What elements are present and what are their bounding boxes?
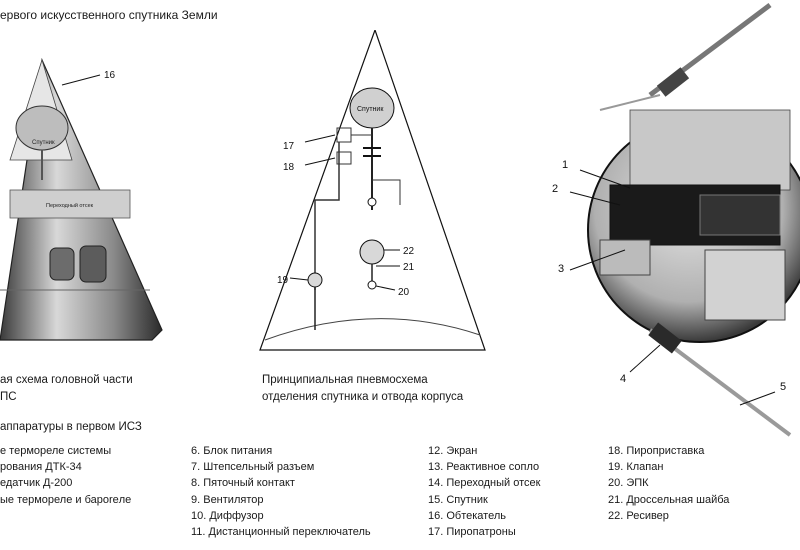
scheme-sphere-label: Спутник: [357, 106, 384, 113]
legend-column-4: 18. Пироприставка 19. Клапан 20. ЭПК 21.…: [608, 443, 729, 524]
legend-item: 8. Пяточный контакт: [191, 477, 295, 490]
legend-item: 22. Ресивер: [608, 509, 669, 522]
legend-item: 10. Диффузор: [191, 509, 264, 522]
callout-21: 21: [403, 262, 415, 273]
base-arc: [264, 318, 481, 341]
left-caption-line: ая схема головной части: [0, 374, 133, 386]
legend-item: 6. Блок питания: [191, 445, 273, 457]
receiver-sphere: [359, 239, 385, 265]
middle-caption-line: Принципиальная пневмосхема: [262, 374, 428, 386]
legend-column-1: е термореле системы рования ДТК-34 едатч…: [0, 443, 131, 508]
leader-16: [61, 74, 101, 86]
adapter-label: Переходный отсек: [46, 202, 94, 209]
callout-16: 16: [104, 70, 116, 81]
callout-4: 4: [620, 373, 626, 385]
satellite-cutaway-diagram: 1 2 3 4 5: [552, 3, 800, 437]
callout-22: 22: [403, 246, 415, 257]
callout-2: 2: [552, 183, 558, 195]
legend-item: 12. Экран: [428, 445, 478, 457]
legend-item: рования ДТК-34: [0, 461, 82, 474]
left-figure-caption: ая схема головной части ПС: [0, 372, 133, 406]
legend-item: 9. Вентилятор: [191, 493, 264, 506]
callout-17: 17: [283, 141, 295, 152]
legend-item: 17. Пиропатроны: [428, 526, 516, 539]
legend-item: 21. Дроссельная шайба: [608, 493, 730, 506]
legend-title: аппаратуры в первом ИСЗ: [0, 421, 142, 433]
callout-1: 1: [562, 159, 568, 171]
pneumatic-scheme-diagram: Спутник 17 18 19 22 21 20: [259, 30, 486, 351]
tank-2: [79, 245, 107, 283]
callout-3: 3: [558, 263, 564, 275]
callout-18: 18: [283, 162, 295, 173]
legend-item: 19. Клапан: [608, 461, 664, 474]
legend-item: 18. Пироприставка: [608, 445, 705, 457]
legend-item: 14. Переходный отсек: [428, 477, 541, 490]
legend-item: 15. Спутник: [428, 493, 488, 506]
callout-20: 20: [398, 287, 410, 298]
page-title: ервого искусственного спутника Земли: [0, 8, 218, 22]
legend-item: едатчик Д-200: [0, 477, 73, 490]
valve-circle: [307, 272, 323, 288]
adapter-section: [9, 189, 131, 219]
legend-item: 13. Реактивное сопло: [428, 461, 540, 474]
left-caption-line: ПС: [0, 391, 17, 403]
legend-item: 7. Штепсельный разъем: [191, 461, 315, 474]
legend-item: е термореле системы: [0, 445, 112, 457]
middle-figure-caption: Принципиальная пневмосхема отделения спу…: [262, 372, 463, 406]
legend-item: 20. ЭПК: [608, 477, 649, 490]
callout-5: 5: [780, 381, 786, 393]
callout-19: 19: [277, 275, 289, 286]
legend-item: 11. Дистанционный переключатель: [191, 526, 371, 539]
tank-1: [49, 247, 75, 281]
legend-column-2: 6. Блок питания 7. Штепсельный разъем 8.…: [191, 443, 371, 540]
nose-cone-diagram: Спутник Переходный отсек 16: [0, 57, 163, 341]
left-sphere-label: Спутник: [32, 140, 55, 146]
legend-column-3: 12. Экран 13. Реактивное сопло 14. Перех…: [428, 443, 540, 540]
legend-item: 16. Обтекатель: [428, 509, 506, 522]
legend-item: ые термореле и бароreле: [0, 493, 132, 506]
pyro-attachment: [336, 151, 352, 165]
middle-caption-line: отделения спутника и отвода корпуса: [262, 391, 464, 403]
